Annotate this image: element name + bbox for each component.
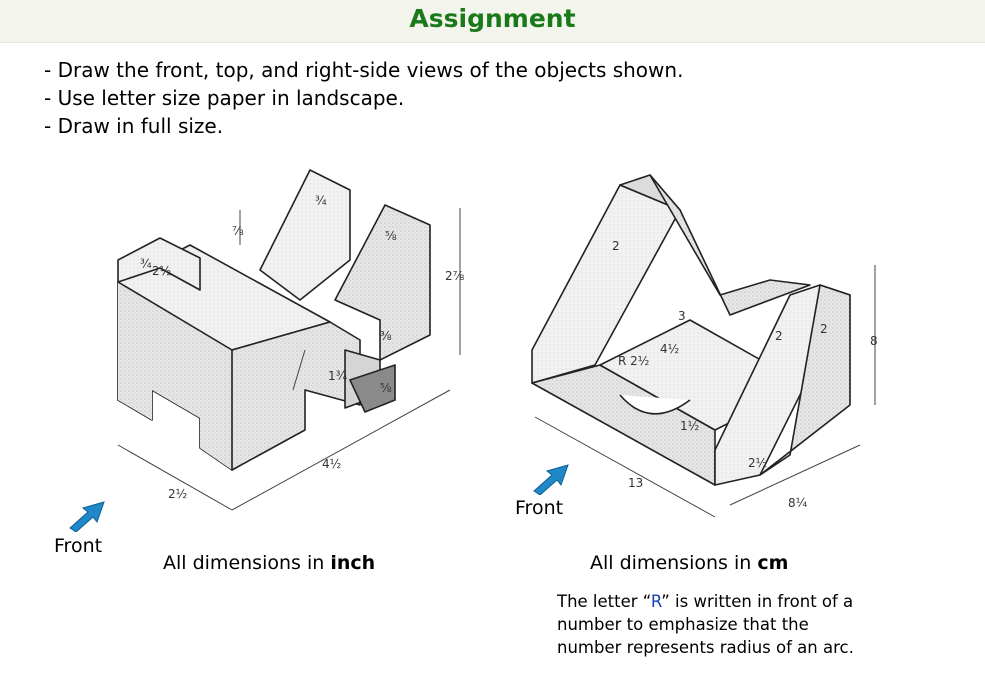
left-isometric-drawing: 2½ ⅞ ¾ ¾ 2⅞ 1¾ ⅜ ⅝ ⅝ 4½ 2½: [117, 169, 465, 511]
rear-post-right: [334, 204, 431, 361]
dim-label: R 2½: [618, 354, 649, 368]
instruction-item: Use letter size paper in landscape.: [44, 84, 683, 112]
back-wall: [649, 174, 811, 316]
dim-label: 2½: [748, 456, 767, 470]
left-post: [117, 237, 201, 291]
instruction-item: Draw in full size.: [44, 112, 683, 140]
front-label: Front: [515, 497, 564, 519]
right-face: [231, 321, 361, 471]
radius-note: The letter “R” is written in front of a …: [557, 590, 877, 659]
units-value: inch: [330, 552, 376, 574]
dim-label: 8¼: [788, 496, 808, 510]
front-label: Front: [54, 535, 103, 557]
right-isometric-drawing: 2 3 4½ R 2½ 1½ 2 2 8 2½ 8¼ 13: [531, 174, 878, 518]
front-arrow-icon: [69, 501, 105, 532]
bottom-step: [349, 364, 396, 413]
left-face: [118, 282, 232, 470]
page-title: Assignment: [409, 4, 576, 33]
title-bar: Assignment: [0, 0, 985, 43]
dim-label: ⅝: [385, 229, 397, 243]
arc-cut: [619, 394, 691, 415]
dim-label: 4½: [322, 457, 341, 471]
dim-label: ¾: [315, 194, 327, 208]
dim-label: ⅜: [380, 329, 392, 343]
dim-label: 2: [612, 239, 620, 253]
right-end-face: [759, 284, 851, 476]
dim-label: 3: [678, 309, 686, 323]
dim-label: 1¾: [328, 369, 348, 383]
front-arrow-icon: [533, 464, 569, 495]
dim-label: 1½: [680, 419, 699, 433]
units-caption: All dimensions in cm: [590, 552, 788, 574]
dim-label: 13: [628, 476, 643, 490]
note-text: ” is written in front of a number to emp…: [557, 592, 854, 657]
dim-label: 4½: [660, 342, 679, 356]
dim-label: 8: [870, 334, 878, 348]
note-letter: R: [650, 592, 662, 611]
note-text: The letter “: [557, 592, 651, 611]
rear-post-left: [259, 169, 351, 301]
units-caption: All dimensions in inch: [163, 552, 375, 574]
dim-label: ¾: [140, 257, 152, 271]
instruction-item: Draw the front, top, and right-side view…: [44, 56, 684, 84]
dim-label: 2½: [152, 264, 171, 278]
dim-label: ⅞: [232, 224, 244, 238]
instruction-list: Draw the front, top, and right-side view…: [44, 56, 684, 140]
dim-label: 2: [775, 329, 783, 343]
dim-label: 2: [820, 322, 828, 336]
dim-label: 2½: [168, 487, 187, 501]
units-prefix: All dimensions in: [163, 552, 331, 574]
units-value: cm: [757, 552, 789, 574]
dim-label: 2⅞: [445, 269, 465, 283]
units-prefix: All dimensions in: [590, 552, 758, 574]
dim-label: ⅝: [380, 381, 392, 395]
